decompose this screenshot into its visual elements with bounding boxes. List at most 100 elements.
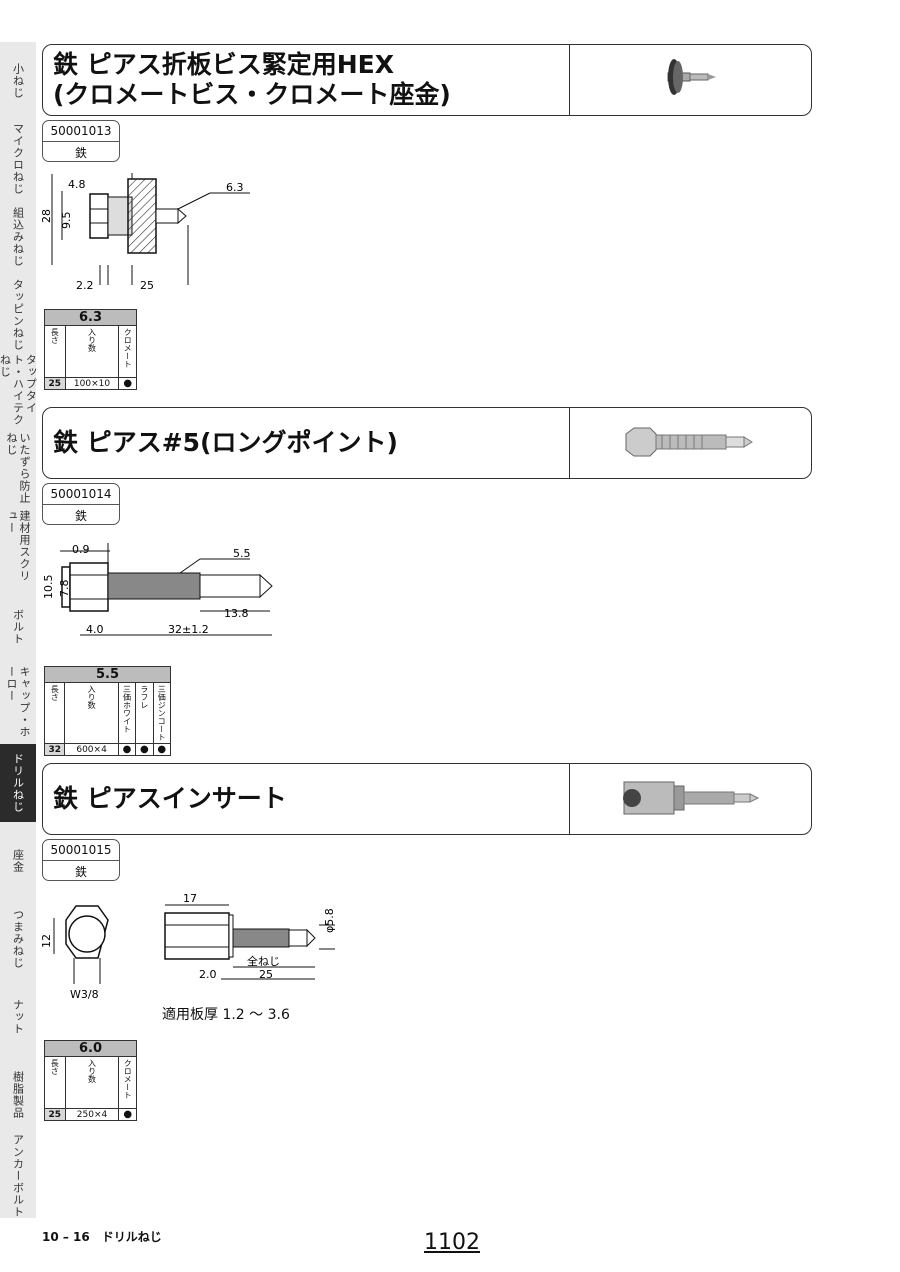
tab-tamperproof-screws[interactable]: いたずら防止ねじ — [0, 432, 36, 512]
qty-header: 入り数 — [87, 328, 97, 352]
tab-label: ナット — [11, 999, 25, 1035]
dim-label: W3/8 — [70, 988, 99, 1001]
availability-mark: ● — [117, 743, 137, 756]
tab-label: いたずら防止ねじ — [5, 432, 31, 504]
length-cell: 32 — [43, 743, 66, 756]
dim-label: 28 — [40, 209, 53, 223]
tab-label: 樹脂製品 — [11, 1071, 25, 1119]
footer-section-label: 10 – 16 ドリルねじ — [42, 1230, 162, 1244]
tab-label: タッピンねじ — [11, 279, 25, 351]
tab-bolts[interactable]: ボルト — [0, 588, 36, 668]
availability-mark: ● — [152, 743, 172, 756]
header-divider — [569, 408, 570, 478]
tab-label: つまみねじ — [11, 909, 25, 969]
qty-cell: 100×10 — [64, 377, 120, 390]
page-number: 1102 — [424, 1230, 480, 1255]
dim-label: 全ねじ — [247, 954, 280, 968]
spec-table: 6.3 長さ 入り数 クロメート 25 100×10 ● — [44, 309, 137, 390]
tab-micro-screws[interactable]: マイクロねじ — [0, 120, 36, 200]
dim-label: 6.3 — [226, 181, 244, 194]
finish-header: クロメート — [123, 328, 133, 368]
part-number: 50001014 — [43, 484, 119, 505]
dim-label: 0.9 — [72, 543, 90, 556]
dim-label: 4.0 — [86, 623, 104, 636]
product-photo — [570, 764, 811, 834]
tab-thumb-screws[interactable]: つまみねじ — [0, 900, 36, 980]
dim-label: 9.5 — [60, 212, 73, 230]
part-code-box: 50001013 鉄 — [42, 120, 120, 162]
tab-label: アンカーボルト — [11, 1134, 25, 1218]
qty-header: 入り数 — [87, 685, 97, 709]
product-title: 鉄 ピアス折板ビス緊定用HEX (クロメートビス・クロメート座金) — [53, 50, 451, 109]
qty-header: 入り数 — [87, 1059, 97, 1083]
tab-label: 建材用スクリュー — [5, 510, 31, 582]
tab-assembled-screws[interactable]: 組込みねじ — [0, 198, 36, 278]
material: 鉄 — [74, 864, 87, 879]
part-code-box: 50001015 鉄 — [42, 839, 120, 881]
availability-mark: ● — [118, 1108, 137, 1121]
applicable-plate-note: 適用板厚 1.2 ～ 3.6 — [162, 1007, 290, 1023]
dim-label: 25 — [140, 279, 154, 292]
product-title: 鉄 ピアスインサート — [53, 784, 287, 813]
dim-label: 10.5 — [42, 575, 55, 600]
tab-washers[interactable]: 座金 — [0, 822, 36, 902]
size-header: 5.5 — [44, 666, 171, 683]
dim-label: 4.8 — [68, 178, 86, 191]
finish-header: 三価ジンコート — [157, 685, 167, 741]
tab-label: マイクロねじ — [11, 123, 25, 195]
tab-resin-products[interactable]: 樹脂製品 — [0, 1056, 36, 1136]
product-photo — [570, 408, 811, 478]
product-header: 鉄 ピアス折板ビス緊定用HEX (クロメートビス・クロメート座金) — [42, 44, 812, 116]
tab-label: キャップ・ホーロー — [5, 666, 31, 738]
length-header: 長さ — [50, 685, 60, 701]
length-cell: 25 — [44, 1108, 66, 1121]
tab-nuts[interactable]: ナット — [0, 978, 36, 1058]
tab-building-screws[interactable]: 建材用スクリュー — [0, 510, 36, 590]
finish-header: 三価ホワイト — [122, 685, 132, 733]
product-photo — [570, 45, 811, 115]
dim-label: 17 — [183, 892, 197, 905]
material: 鉄 — [74, 145, 87, 160]
spec-table: 5.5 長さ 入り数 三価ホワイト ラフレ 三価ジンコート 32 600×4 ●… — [43, 666, 172, 756]
tab-label: タップタイト・ハイテクねじ — [0, 354, 38, 426]
qty-cell: 600×4 — [64, 743, 119, 756]
material: 鉄 — [74, 508, 87, 523]
tab-small-screws[interactable]: 小ねじ — [0, 42, 36, 122]
qty-cell: 250×4 — [64, 1108, 120, 1121]
header-divider — [569, 45, 570, 115]
dim-label: 2.0 — [199, 968, 217, 981]
tab-taptite-screws[interactable]: タップタイト・ハイテクねじ — [0, 354, 38, 434]
availability-mark: ● — [135, 743, 154, 756]
dim-label: 13.8 — [224, 607, 249, 620]
tab-anchor-bolts[interactable]: アンカーボルト — [0, 1134, 36, 1220]
product-header: 鉄 ピアスインサート — [42, 763, 812, 835]
tab-label: 小ねじ — [11, 63, 25, 99]
dim-label: 12 — [40, 934, 53, 948]
header-divider — [569, 764, 570, 834]
part-code-box: 50001014 鉄 — [42, 483, 120, 525]
tab-tapping-screws[interactable]: タッピンねじ — [0, 276, 36, 356]
finish-header: ラフレ — [139, 685, 149, 709]
tab-cap-hollow[interactable]: キャップ・ホーロー — [0, 666, 36, 746]
tab-label: ボルト — [11, 609, 25, 645]
dim-label: φ5.8 — [323, 908, 336, 933]
length-header: 長さ — [50, 328, 60, 344]
dim-label: 7.8 — [58, 580, 71, 598]
spec-table: 6.0 長さ 入り数 クロメート 25 250×4 ● — [44, 1040, 137, 1121]
dim-label: 32±1.2 — [168, 623, 209, 636]
tab-label: 組込みねじ — [11, 207, 25, 267]
dimension-drawing: 0.9 5.5 10.5 7.8 13.8 4.0 32±1.2 — [42, 543, 273, 636]
tab-label: 座金 — [11, 849, 25, 873]
finish-header: クロメート — [123, 1059, 133, 1099]
size-header: 6.0 — [44, 1040, 137, 1057]
dim-label: 5.5 — [233, 547, 251, 560]
dim-label: 2.2 — [76, 279, 94, 292]
product-header: 鉄 ピアス#5(ロングポイント) — [42, 407, 812, 479]
tab-drill-screws[interactable]: ドリルねじ — [0, 744, 36, 824]
dimension-drawing: 4.8 28 9.5 6.3 2.2 25 — [40, 173, 250, 292]
part-number: 50001013 — [43, 121, 119, 142]
length-cell: 25 — [44, 377, 66, 390]
size-header: 6.3 — [44, 309, 137, 326]
end-view-drawing: 12 W3/8 — [40, 905, 109, 1001]
product-title: 鉄 ピアス#5(ロングポイント) — [53, 428, 398, 457]
